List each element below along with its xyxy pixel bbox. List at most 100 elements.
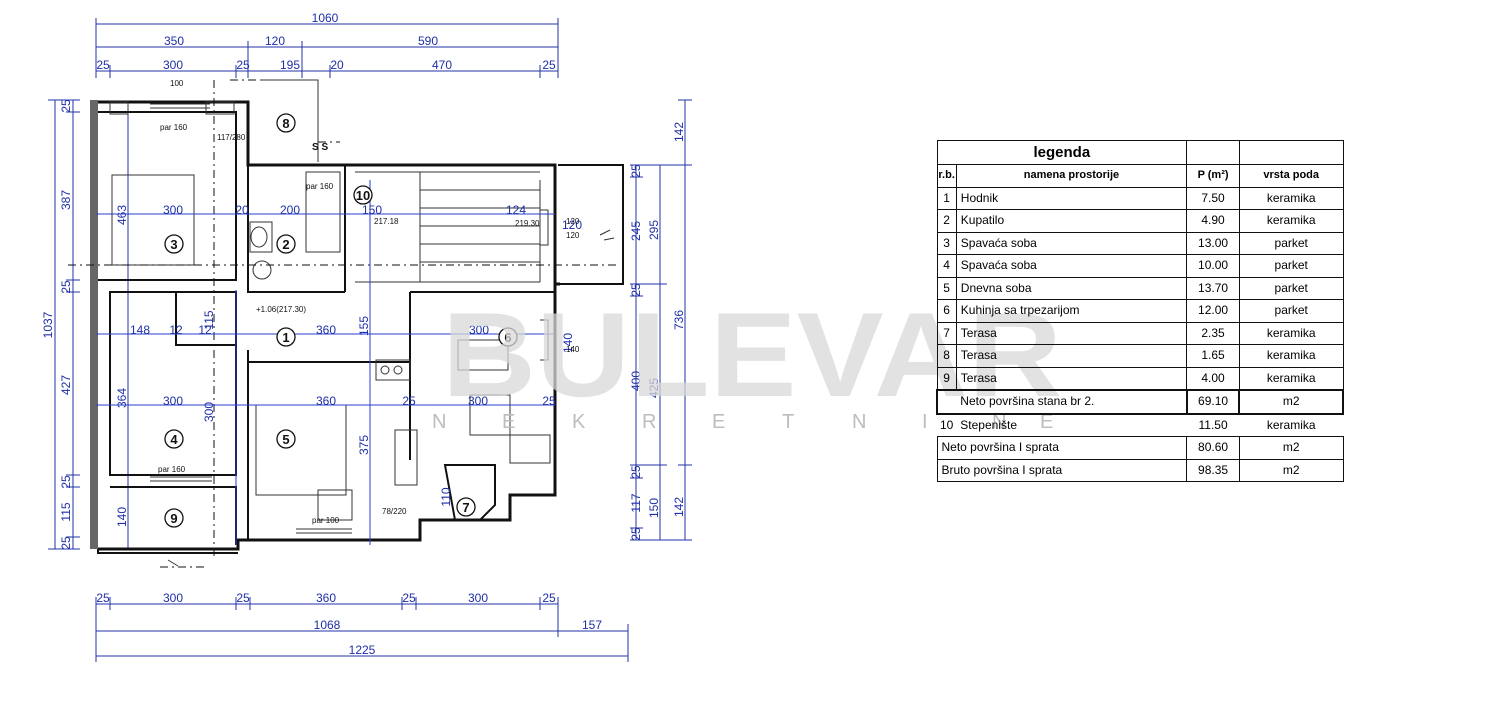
dim-top-detail-3: 25: [236, 58, 250, 72]
note-13: 100: [170, 79, 184, 88]
dim-int-10: 300: [469, 323, 489, 337]
watermark-letter-9: N: [992, 411, 1006, 433]
dim-top-detail-1: 25: [96, 58, 110, 72]
svg-text:5: 5: [282, 432, 289, 447]
svg-text:7: 7: [462, 500, 469, 515]
dim-left-mid-1: 25: [59, 99, 73, 113]
dim-int-1: 300: [163, 203, 183, 217]
room-number-4: 4: [164, 429, 184, 449]
legend-header-row: r.b. namena prostorije P (m²) vrsta poda: [936, 164, 1344, 188]
watermark-letter-10: E: [1040, 411, 1053, 433]
table-row: 3 Spavaća soba 13.00 parket: [936, 231, 1344, 255]
dim-int-15: 25: [542, 394, 556, 408]
dim-int-16: 300: [202, 402, 216, 422]
dim-top-mid-2: 120: [265, 34, 285, 48]
table-row: 2 Kupatilo 4.90 keramika: [936, 209, 1344, 233]
dim-int-20: 124: [506, 203, 526, 217]
dim-right-inner-3: 25: [629, 283, 643, 297]
table-row: 4 Spavaća soba 10.00 parket: [936, 254, 1344, 278]
dim-top-detail-6: 470: [432, 58, 452, 72]
party-wall: [90, 100, 98, 549]
room-number-9: 9: [164, 508, 184, 528]
watermark-letter-2: E: [502, 411, 515, 433]
dim-top-detail-7: 25: [542, 58, 556, 72]
dim-int-11: 300: [163, 394, 183, 408]
dim-top-total: 1060: [312, 11, 339, 25]
dim-top-detail-2: 300: [163, 58, 183, 72]
svg-text:2: 2: [282, 237, 289, 252]
dim-int-17: 375: [357, 435, 371, 455]
dim-bottom-total: 1225: [349, 643, 376, 657]
dim-right-inner-2: 245: [629, 221, 643, 241]
dim-top-detail-5: 20: [330, 58, 344, 72]
dim-left-inner-2: 364: [115, 388, 129, 408]
dim-bottom-detail-7: 25: [542, 591, 556, 605]
room-number-1: 1: [276, 327, 296, 347]
header-rb: r.b.: [936, 164, 957, 188]
watermark-letter-6: T: [782, 411, 794, 433]
room-number-7: 7: [456, 497, 476, 517]
dim-int-5: 12: [169, 323, 183, 337]
note-9: 78/220: [382, 507, 407, 516]
note-12: 140: [566, 345, 580, 354]
dim-bottom-mid-2: 157: [582, 618, 602, 632]
dim-right-inner-7: 25: [629, 527, 643, 541]
stairs-row: 10 Stepenište 11.50 keramika: [939, 417, 1316, 432]
walls: [90, 79, 624, 554]
dim-top-mid-3: 590: [418, 34, 438, 48]
note-5: 217.18: [374, 217, 399, 226]
room-numbers: 1 2 3 4 5 6 7 8 9 10: [164, 113, 518, 528]
dim-left-mid-5: 25: [59, 475, 73, 489]
note-1: par 160: [160, 123, 188, 132]
note-11: 120: [566, 231, 580, 240]
note-7: par 100: [312, 516, 340, 525]
dim-right-inner-6: 117: [629, 493, 643, 512]
note-6: 219.30: [515, 219, 540, 228]
svg-text:10: 10: [356, 188, 370, 203]
annotations: par 160 117/280 par 160 +1.06(217.30) 21…: [158, 79, 615, 567]
dim-left-outer: 1037: [41, 311, 55, 338]
dim-bottom-detail-1: 25: [96, 591, 110, 605]
note-10: 120: [566, 217, 580, 226]
bottom-dimension-chains: 25 300 25 360 25 300 25 1068 157 1225: [95, 591, 629, 662]
room-number-3: 3: [164, 234, 184, 254]
dim-int-21: 140: [561, 333, 575, 353]
dim-int-19: 150: [362, 203, 382, 217]
dim-top-detail-4: 195: [280, 58, 300, 72]
svg-text:1: 1: [282, 330, 289, 345]
dim-bottom-mid-1: 1068: [314, 618, 341, 632]
interior-dimensions: 300 20 200 148 12 115 12 360 155 300 300…: [130, 203, 582, 507]
dim-int-18: 110: [439, 487, 453, 506]
legend-title-row: legenda: [936, 140, 1344, 165]
dim-int-22: 120: [562, 218, 582, 232]
right-dimension-chains: 142 736 142 295 425 150 25 245 25 400 25…: [629, 99, 692, 541]
dim-int-3: 200: [280, 203, 300, 217]
dim-int-8: 360: [316, 323, 336, 337]
dim-int-7: 12: [198, 323, 212, 337]
dim-bottom-detail-6: 300: [468, 591, 488, 605]
room-number-8: 8: [276, 113, 296, 133]
svg-text:9: 9: [170, 511, 177, 526]
dim-bottom-detail-3: 25: [236, 591, 250, 605]
dim-right-outer-1: 142: [672, 122, 686, 142]
legend-table: legenda r.b. namena prostorije P (m²) vr…: [935, 140, 1344, 482]
room-number-6: 6: [498, 327, 518, 347]
dim-left-inner-1: 463: [115, 205, 129, 225]
note-2: 117/280: [217, 133, 246, 142]
table-row: 5 Dnevna soba 13.70 parket: [936, 276, 1344, 300]
table-row: 6 Kuhinja sa trpezarijom 12.00 parket: [936, 299, 1344, 323]
dim-bottom-detail-5: 25: [402, 591, 416, 605]
dim-left-mid-2: 387: [59, 190, 73, 210]
axis-lines: [68, 79, 620, 568]
dim-right-inner-4: 400: [629, 371, 643, 391]
table-row: 1 Hodnik 7.50 keramika: [936, 186, 1344, 210]
legend-title: legenda: [936, 140, 1188, 165]
watermark-letter-8: I: [922, 411, 928, 433]
watermark-letter-3: K: [572, 411, 586, 433]
dim-right-outer-2: 736: [672, 310, 686, 330]
table-row: 7 Terasa 2.35 keramika: [936, 321, 1344, 345]
room-number-10: 10: [353, 185, 373, 205]
watermark-letter-4: R: [642, 411, 656, 433]
dim-right-inner-5: 25: [629, 465, 643, 479]
svg-text:6: 6: [504, 330, 511, 345]
